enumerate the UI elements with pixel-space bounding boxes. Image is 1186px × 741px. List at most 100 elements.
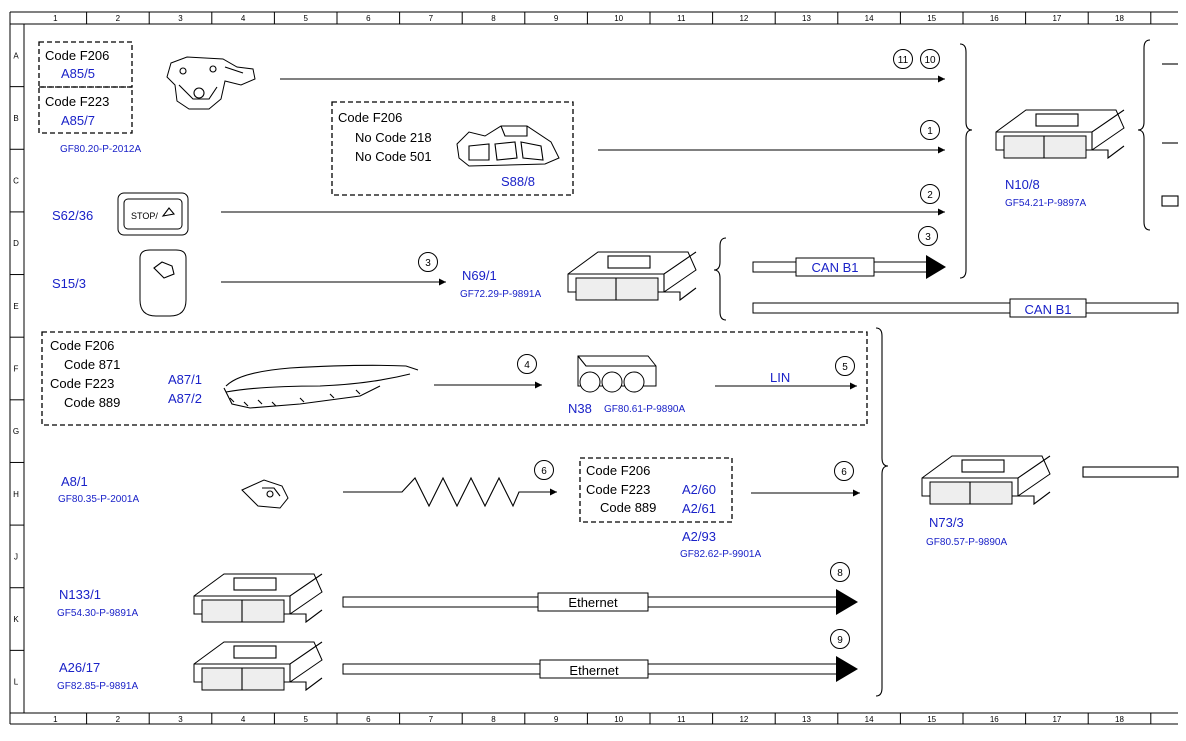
grid-column-number: 8	[491, 715, 496, 724]
grid-column-number: 5	[303, 14, 308, 23]
svg-text:8: 8	[837, 568, 843, 579]
ethernet-bus-2: Ethernet	[342, 656, 858, 682]
grid-column-number: 3	[178, 715, 183, 724]
group-code-label: Code F206	[45, 48, 109, 63]
marker-3: 3	[418, 252, 438, 272]
marker-9: 9	[830, 629, 850, 649]
grid-row-letter: F	[14, 365, 19, 374]
document-ref: GF80.20-P-2012A	[60, 144, 141, 155]
grid-column-number: 11	[677, 715, 686, 724]
grid-column-number: 10	[614, 14, 623, 23]
stop-switch-label: STOP/	[131, 211, 158, 221]
grid-column-number: 8	[491, 14, 496, 23]
group-code-line: Code F206	[586, 463, 650, 478]
marker-8: 8	[830, 562, 850, 582]
component-ref: N73/3	[929, 515, 964, 530]
ethernet-bus-1: Ethernet	[342, 589, 858, 615]
component-ref: A2/93	[682, 529, 716, 544]
svg-text:6: 6	[841, 467, 847, 478]
grid-column-number: 16	[990, 715, 999, 724]
svg-text:6: 6	[541, 466, 547, 477]
code-group-box-2	[38, 86, 133, 134]
grid-column-number: 11	[677, 14, 686, 23]
grid-row-letter: L	[14, 678, 19, 687]
code-group-box-5	[579, 457, 733, 523]
group-code-line: No Code 218	[355, 130, 432, 145]
svg-text:3: 3	[425, 258, 431, 269]
grid-row-letter: G	[13, 427, 19, 436]
document-ref: GF82.62-P-9901A	[680, 549, 761, 560]
grid-column-number: 1	[53, 14, 58, 23]
stop-switch-icon: STOP/	[117, 192, 189, 236]
grid-column-number: 7	[429, 14, 434, 23]
can-bus-line-2: CAN B1	[752, 298, 1179, 318]
marker-6: 6	[534, 460, 554, 480]
grid-column-number: 18	[1115, 14, 1124, 23]
grid-column-number: 2	[116, 14, 121, 23]
grid-row-letter: E	[13, 302, 18, 311]
group-code-line: Code F223	[50, 376, 114, 391]
bus-label: LIN	[770, 370, 790, 385]
svg-text:5: 5	[842, 362, 848, 373]
document-ref: GF80.57-P-9890A	[926, 537, 1007, 548]
component-ref: A8/1	[61, 474, 88, 489]
grid-column-number: 7	[429, 715, 434, 724]
group-code-line: Code F223	[586, 482, 650, 497]
code-group-box-1	[38, 41, 133, 88]
component-ref: A2/60	[682, 482, 716, 497]
bus-label: CAN B1	[812, 260, 859, 275]
bracket-n73	[875, 327, 889, 697]
grid-column-number: 17	[1052, 715, 1061, 724]
grid-column-number: 13	[802, 715, 811, 724]
component-ref: N69/1	[462, 268, 497, 283]
grid-column-number: 6	[366, 715, 371, 724]
grid-column-number: 14	[865, 14, 874, 23]
svg-text:10: 10	[924, 55, 936, 66]
component-ref: S15/3	[52, 276, 86, 291]
bus-label: Ethernet	[569, 663, 619, 678]
grid-column-number: 13	[802, 14, 811, 23]
code-group-box-3	[331, 101, 574, 196]
grid-column-number: 17	[1052, 14, 1061, 23]
grid-column-number: 4	[241, 715, 246, 724]
can-bus-arrow-1: CAN B1	[752, 255, 946, 279]
svg-text:1: 1	[927, 126, 933, 137]
group-code-line: Code 871	[64, 357, 120, 372]
marker-3b: 3	[918, 226, 938, 246]
svg-text:3: 3	[925, 232, 931, 243]
svg-text:11: 11	[898, 55, 909, 66]
grid-column-number: 5	[303, 715, 308, 724]
grid-row-letter: J	[14, 552, 18, 561]
grid-columns: 1122334455667788991010111112121313141415…	[53, 12, 1152, 724]
marker-10: 10	[920, 49, 940, 69]
grid-column-number: 16	[990, 14, 999, 23]
grid-column-number: 12	[739, 715, 748, 724]
switch-module-icon	[456, 125, 560, 167]
grid-column-number: 3	[178, 14, 183, 23]
grid-column-number: 12	[739, 14, 748, 23]
marker-1: 1	[920, 120, 940, 140]
bracket-can	[713, 237, 727, 321]
marker-2: 2	[920, 184, 940, 204]
group-code-line: Code 889	[600, 500, 656, 515]
group-code-line: No Code 501	[355, 149, 432, 164]
n38-sensor-icon	[577, 355, 657, 393]
grid-column-number: 14	[865, 715, 874, 724]
group-code-label: Code F223	[45, 94, 109, 109]
frame	[9, 11, 1178, 725]
n73-bus-stub	[1082, 466, 1179, 478]
grid-column-number: 4	[241, 14, 246, 23]
component-ref: N38	[568, 401, 592, 416]
marker-11: 11	[893, 49, 913, 69]
document-ref: GF54.30-P-9891A	[57, 608, 138, 619]
grid-column-number: 2	[116, 715, 121, 724]
n69-control-unit-icon	[567, 251, 697, 302]
grid-column-number: 10	[614, 715, 623, 724]
component-ref: N133/1	[59, 587, 101, 602]
seat-harness-icon	[223, 364, 419, 409]
grid-row-letter: B	[13, 114, 18, 123]
component-ref: A26/17	[59, 660, 100, 675]
n73-control-unit-icon	[921, 455, 1051, 506]
